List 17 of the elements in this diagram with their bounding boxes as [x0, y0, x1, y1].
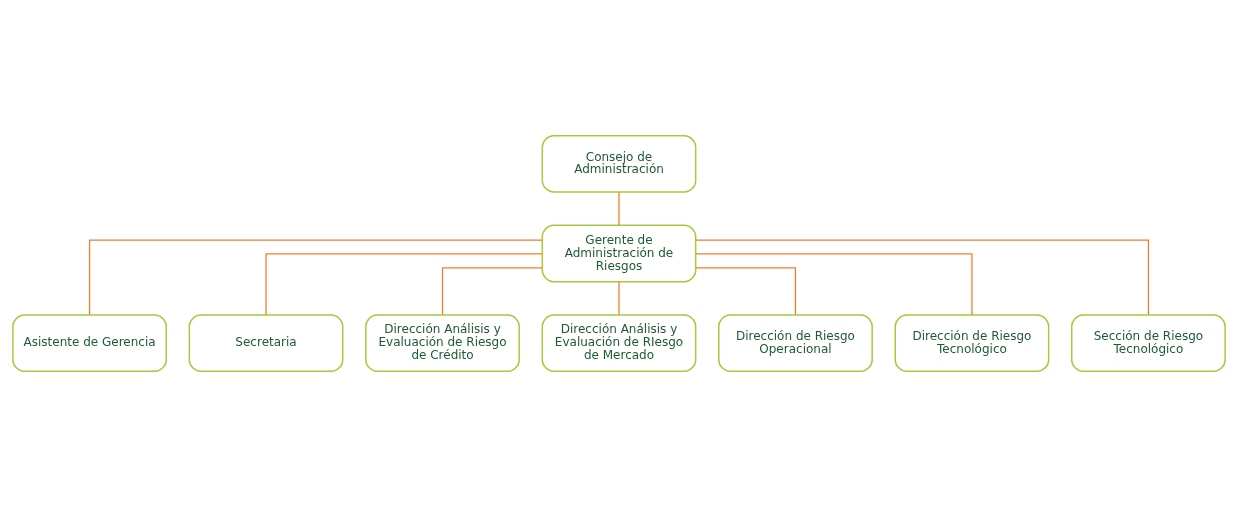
node-box: Gerente de Administración de Riesgos: [541, 224, 697, 283]
node-box: Dirección Análisis y Evaluación de Riesgo de Crédito: [365, 314, 520, 373]
node-box: Sección de Riesgo Tecnológico: [1071, 314, 1226, 373]
node-box: Dirección de Riesgo Operacional: [718, 314, 873, 373]
connector: [265, 253, 543, 316]
connector: [695, 267, 797, 316]
connector: [695, 253, 973, 316]
node-box: Secretaria: [188, 314, 344, 373]
connector: [441, 267, 543, 316]
connector: [618, 191, 620, 226]
node-box: Asistente de Gerencia: [12, 314, 167, 373]
node-box: Dirección Análisis y Evaluación de RIesgo de Mercado: [541, 314, 697, 373]
connector: [618, 281, 620, 316]
connector: [88, 239, 543, 316]
connector: [695, 239, 1150, 316]
node-box: Consejo de Administración: [541, 134, 697, 193]
node-box: Dirección de Riesgo Tecnológico: [894, 314, 1050, 373]
